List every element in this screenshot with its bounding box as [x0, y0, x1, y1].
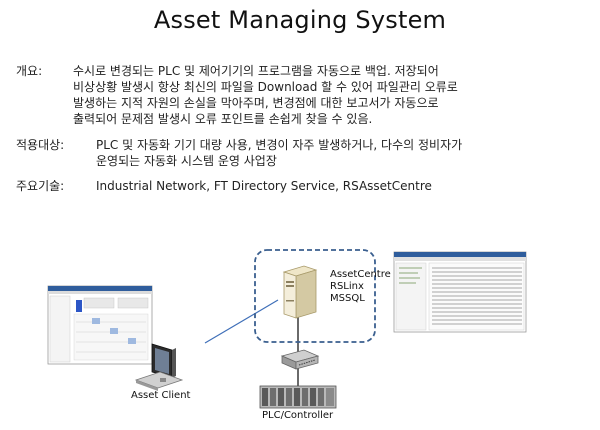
client-screenshot-image	[47, 285, 153, 365]
server-group-boundary	[254, 249, 376, 343]
client-caption: Asset Client	[131, 390, 191, 401]
target-line-1: PLC 및 자동화 기기 대량 사용, 변경이 자주 발생하거나, 다수의 정비…	[96, 138, 463, 152]
overview-section: 개요: 수시로 변경되는 PLC 및 제어기기의 프로그램을 자동으로 백업. …	[16, 63, 586, 129]
target-label: 적용대상:	[16, 138, 65, 152]
target-section: 적용대상: PLC 및 자동화 기기 대량 사용, 변경이 자주 발생하거나, …	[16, 137, 586, 171]
overview-line-2: 비상상황 발생시 항상 최신의 파일을 Download 할 수 있어 파일관리…	[73, 80, 458, 94]
page-title: Asset Managing System	[153, 6, 447, 34]
server-icon	[282, 265, 318, 319]
server-screenshot-image	[393, 251, 527, 333]
target-line-2: 운영되는 자동화 시스템 운영 사업장	[96, 154, 277, 168]
overview-line-4: 출력되어 문제점 발생시 오류 포인트를 손쉽게 찾을 수 있음.	[73, 112, 373, 126]
tech-section: 주요기술: Industrial Network, FT Directory S…	[16, 178, 586, 194]
service-rslinx: RSLinx	[330, 281, 364, 292]
overview-line-1: 수시로 변경되는 PLC 및 제어기기의 프로그램을 자동으로 백업. 저장되어	[73, 64, 439, 78]
tech-text: Industrial Network, FT Directory Service…	[96, 179, 432, 193]
network-switch-icon	[280, 349, 320, 370]
service-assetcentre: AssetCentre	[330, 269, 391, 280]
client-workstation-icon	[134, 343, 184, 391]
tech-label: 주요기술:	[16, 179, 65, 193]
overview-line-3: 발생하는 지적 자원의 손실을 막아주며, 변경점에 대한 보고서가 자동으로	[73, 96, 439, 110]
overview-label: 개요:	[16, 64, 43, 78]
client-server-link	[204, 299, 279, 344]
service-mssql: MSSQL	[330, 293, 365, 304]
controller-caption: PLC/Controller	[262, 410, 334, 421]
plc-controller-icon	[259, 385, 337, 409]
server-services-list: AssetCentre RSLinx MSSQL	[330, 269, 391, 305]
